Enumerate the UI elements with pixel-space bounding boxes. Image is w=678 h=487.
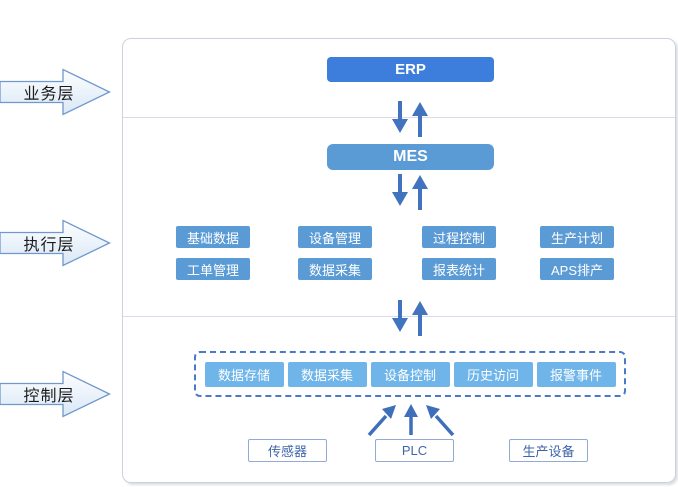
function-history-access: 历史访问 xyxy=(453,361,533,387)
function-alarm-events: 报警事件 xyxy=(536,361,616,387)
mes-box: MES xyxy=(327,144,494,170)
module-work-order-mgmt: 工单管理 xyxy=(176,258,250,280)
device-plc: PLC xyxy=(375,439,454,462)
module-aps-scheduling: APS排产 xyxy=(540,258,614,280)
device-uplink-arrows-icon xyxy=(363,404,459,437)
layer-callout-business: 业务层 xyxy=(0,68,111,116)
device-production-equipment: 生产设备 xyxy=(509,439,588,462)
control-functions-group: 数据存储 数据采集 设备控制 历史访问 报警事件 xyxy=(194,351,626,397)
module-report-statistics: 报表统计 xyxy=(422,258,496,280)
function-device-control: 设备控制 xyxy=(370,361,450,387)
module-data-collection: 数据采集 xyxy=(298,258,372,280)
function-data-storage: 数据存储 xyxy=(204,361,284,387)
erp-mes-exchange-arrows-icon xyxy=(389,100,431,138)
layer-callout-control: 控制层 xyxy=(0,370,111,418)
layer-label-execution: 执行层 xyxy=(23,237,75,254)
device-sensor: 传感器 xyxy=(248,439,327,462)
module-production-plan: 生产计划 xyxy=(540,226,614,248)
function-data-collection: 数据采集 xyxy=(287,361,367,387)
module-basic-data: 基础数据 xyxy=(176,226,250,248)
mes-modules-exchange-arrows-icon xyxy=(389,173,431,211)
layer-callout-execution: 执行层 xyxy=(0,219,111,267)
execution-control-exchange-arrows-icon xyxy=(389,299,431,337)
erp-box: ERP xyxy=(327,57,494,82)
layer-label-business: 业务层 xyxy=(23,86,75,103)
module-process-control: 过程控制 xyxy=(422,226,496,248)
module-equipment-mgmt: 设备管理 xyxy=(298,226,372,248)
layer-label-control: 控制层 xyxy=(23,388,75,405)
